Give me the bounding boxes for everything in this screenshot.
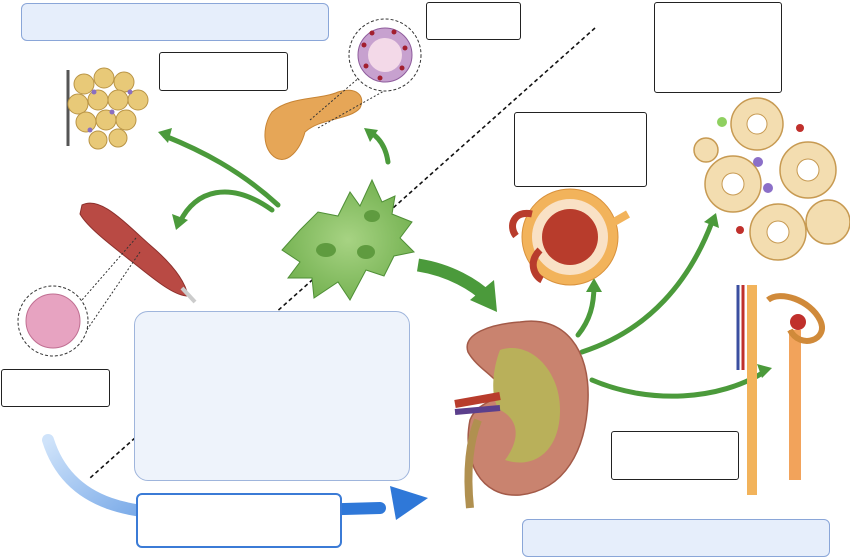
- top-left-banner: [21, 3, 329, 41]
- adipose-tissue-icon: [66, 67, 149, 150]
- glomerulus-icon: [509, 188, 630, 286]
- kidney-label-box: [514, 112, 647, 187]
- kidney-icon: [454, 320, 589, 509]
- center-panel: [134, 311, 410, 481]
- bottom-arrow-label-box: [136, 493, 342, 548]
- pancreas-icon: [264, 18, 422, 160]
- muscle-label-box: [1, 369, 110, 407]
- nephron-icon: [736, 285, 825, 495]
- pancreas-label-box: [159, 52, 288, 91]
- pancreatic-acini-icon: [693, 97, 850, 261]
- bottom-right-banner: [522, 519, 830, 557]
- top-right-label-box: [654, 2, 782, 93]
- top-center-label-box: [426, 2, 521, 40]
- skeletal-muscle-icon: [17, 202, 197, 357]
- stellate-cell-icon: [281, 178, 416, 301]
- nephron-label-box: [611, 431, 739, 480]
